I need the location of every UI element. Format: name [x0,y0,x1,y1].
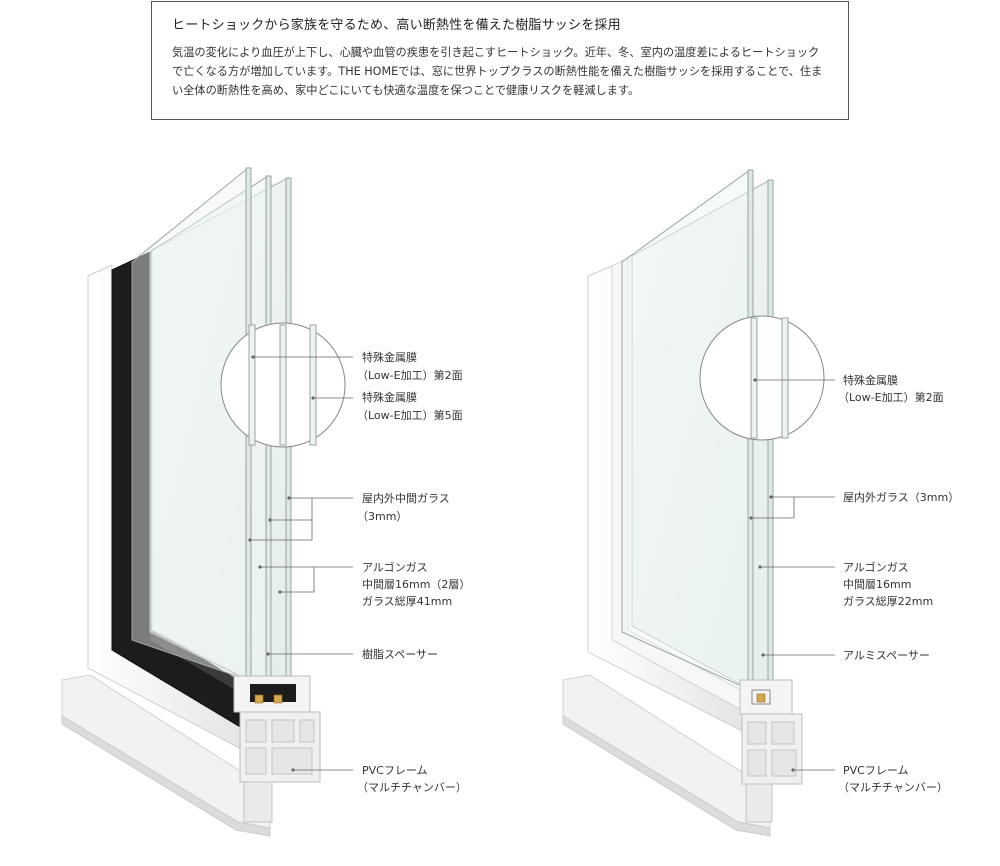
right-label-argon-c: ガラス総厚22mm [843,594,933,608]
left-mag-glass-1 [248,324,256,446]
left-label-spacer: 樹脂スペーサー [362,647,438,661]
right-label-argon-b: 中間層16mm [843,578,911,591]
left-label-glass-b: （3mm） [357,510,407,523]
right-label-spacer: アルミスペーサー [843,649,930,662]
left-label-lowe5-b: （Low-E加工）第5面 [357,408,463,422]
intro-body: 気温の変化により血圧が上下し、心臓や血管の疾患を引き起こすヒートショック。近年、… [172,46,823,97]
right-pvc-profile [739,679,803,823]
left-spacer-gold-2 [273,694,283,704]
left-label-frame-a: PVCフレーム [362,764,428,777]
intro-box: ヒートショックから家族を守るため、高い断熱性を備えた樹脂サッシを採用 気温の変化… [151,1,849,120]
left-label-glass-a: 屋内外中間ガラス [362,491,450,505]
left-label-argon-b: 中間層16mm（2層） [362,578,470,591]
intro-title: ヒートショックから家族を守るため、高い断熱性を備えた樹脂サッシを採用 [172,18,621,33]
right-label-lowe2-b: （Low-E加工）第2面 [838,390,944,404]
left-leader-dots [248,355,315,772]
right-mag-glass-2 [781,317,789,439]
left-spacer-gold-1 [254,694,264,704]
right-magnifier [699,315,825,441]
right-sill-lip [562,715,771,837]
right-spacer-gold [756,693,766,703]
left-label-argon-a: アルゴンガス [362,560,428,574]
left-glass-pane-1 [131,166,249,681]
right-label-frame-b: （マルチチャンバー） [838,781,948,794]
right-label-argon-a: アルゴンガス [843,560,909,574]
left-label-lowe2-b: （Low-E加工）第2面 [357,368,463,382]
left-mag-glass-2 [279,324,287,446]
left-label-frame-b: （マルチチャンバー） [357,781,467,794]
right-leader-dots [749,378,795,772]
right-mag-glass-1 [750,317,758,439]
left-mag-glass-3 [309,324,317,446]
left-label-lowe2-a: 特殊金属膜 [362,350,417,364]
left-label-lowe5-a: 特殊金属膜 [362,390,417,404]
left-leaders [250,356,353,771]
right-window: 特殊金属膜 （Low-E加工）第2面 屋内外ガラス（3mm） アルゴンガス 中間… [562,169,959,837]
left-label-argon-c: ガラス総厚41mm [362,594,452,608]
right-label-glass: 屋内外ガラス（3mm） [843,490,959,504]
left-sill-lip [61,715,271,837]
right-label-frame-a: PVCフレーム [843,764,909,777]
right-label-lowe2-a: 特殊金属膜 [843,373,898,387]
left-window: 特殊金属膜 （Low-E加工）第2面 特殊金属膜 （Low-E加工）第5面 屋内… [61,166,470,837]
right-leaders [751,379,835,771]
